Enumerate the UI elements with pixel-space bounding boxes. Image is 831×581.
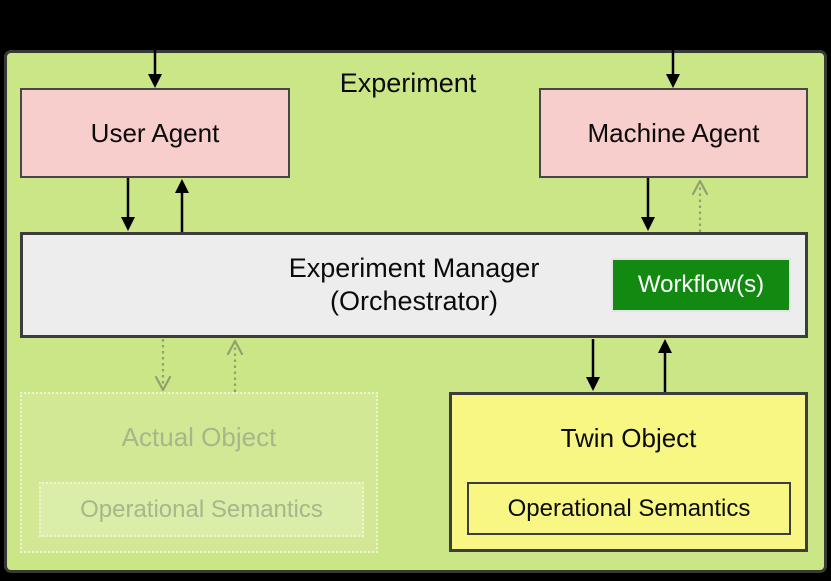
experiment-manager-label-line1: Experiment Manager	[288, 253, 540, 283]
twin-object-label: Twin Object	[560, 423, 697, 453]
twin-object-node: Twin Object Operational Semantics	[449, 392, 808, 552]
experiment-manager-node: Experiment Manager (Orchestrator)	[20, 232, 808, 338]
actual-object-label: Actual Object	[121, 422, 277, 452]
actual-object-node: Actual Object Operational Semantics	[20, 392, 378, 553]
twin-operational-semantics-node: Operational Semantics	[467, 482, 791, 535]
twin-operational-semantics-label: Operational Semantics	[507, 494, 751, 522]
machine-agent-node: Machine Agent	[539, 88, 808, 178]
actual-operational-semantics-node: Operational Semantics	[39, 482, 364, 537]
actual-operational-semantics-label: Operational Semantics	[80, 495, 323, 523]
workflow-node: Workflow(s)	[611, 258, 791, 312]
user-agent-node: User Agent	[20, 88, 290, 178]
machine-agent-label: Machine Agent	[587, 117, 760, 148]
experiment-manager-label-line2: (Orchestrator)	[329, 286, 499, 316]
user-agent-label: User Agent	[90, 117, 220, 148]
diagram-title: Experiment	[339, 68, 477, 98]
workflow-label: Workflow(s)	[637, 271, 765, 298]
